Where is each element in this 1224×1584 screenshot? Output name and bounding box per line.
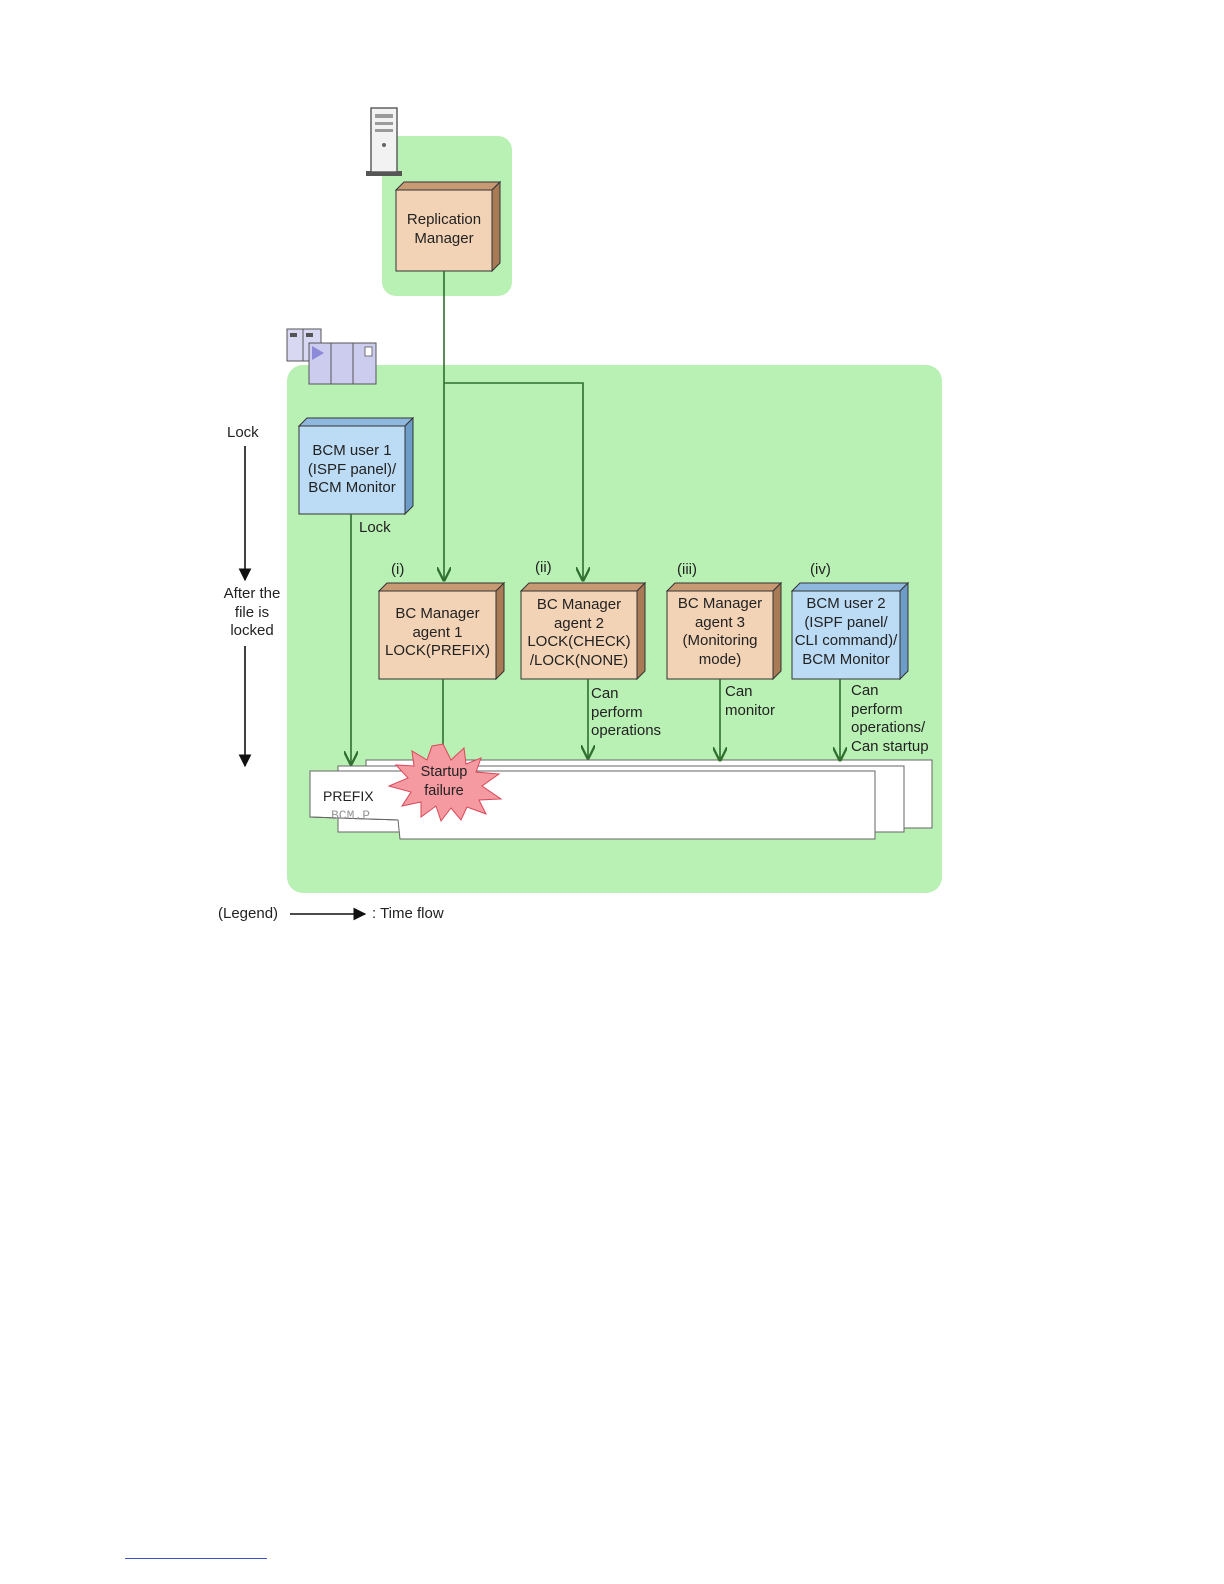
footnote-separator	[125, 1558, 267, 1559]
startup-failure-burst	[387, 743, 503, 823]
replication-connectors	[444, 271, 583, 580]
agent-2-box	[519, 581, 647, 681]
agent-3-box	[665, 581, 783, 681]
mainframe-icon	[286, 328, 377, 385]
bcm-user-2-label: BCM user 2(ISPF panel/CLI command)/BCM M…	[794, 595, 898, 668]
legend-text: : Time flow	[372, 905, 444, 922]
agent-3-marker: (iii)	[677, 561, 697, 578]
bcm-user-1-box	[297, 416, 415, 516]
file-dataset-label: BCM.P	[331, 808, 371, 823]
agent-2-marker: (ii)	[535, 559, 552, 576]
agent-1-marker: (i)	[391, 561, 405, 578]
replication-manager-box	[394, 180, 502, 273]
file-prefix-label: PREFIX	[323, 788, 374, 804]
bcm-user-2-marker: (iv)	[810, 561, 831, 578]
legend-label: (Legend)	[218, 905, 279, 922]
bcm-user-2-box	[790, 581, 910, 681]
agent-1-box	[377, 581, 506, 681]
timeline-lock-label: Lock	[227, 424, 259, 441]
bcm-user-1-note: Lock	[359, 519, 391, 536]
server-tower-icon	[366, 107, 402, 176]
bcm-user-1-label: BCM user 1(ISPF panel)/BCM Monitor	[307, 442, 397, 496]
